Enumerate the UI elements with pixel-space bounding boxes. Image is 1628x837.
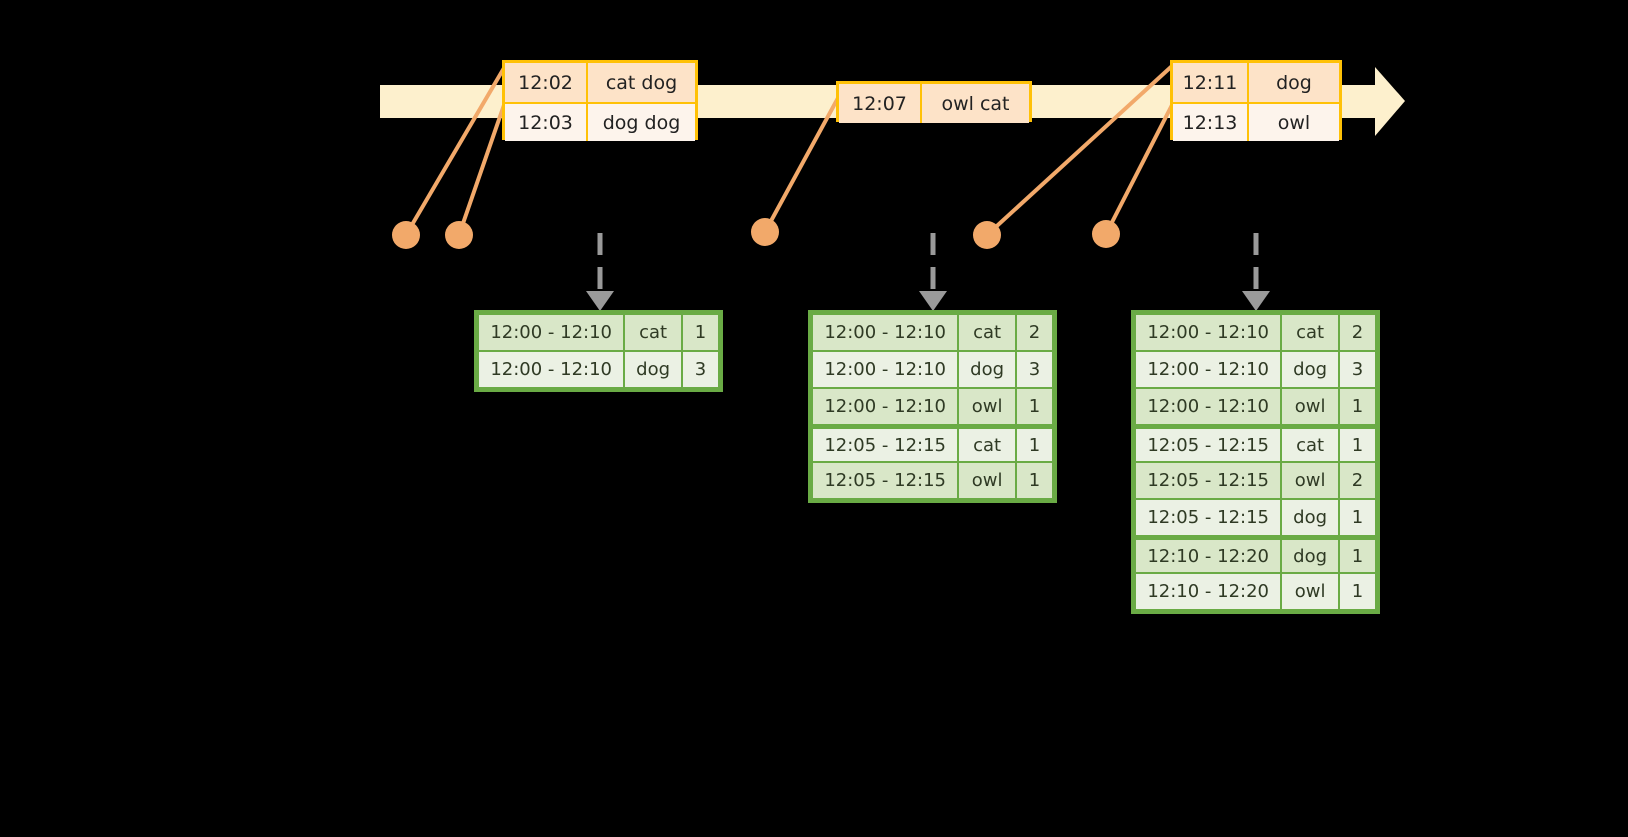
cell-window: 12:00 - 12:10 — [479, 352, 624, 387]
event-words: cat dog — [588, 63, 695, 102]
cell-count: 1 — [1339, 574, 1375, 609]
connector-line-3 — [763, 97, 840, 233]
cell-word: dog — [959, 352, 1015, 387]
cell-count: 2 — [1339, 463, 1375, 498]
cell-window: 12:00 - 12:10 — [813, 389, 958, 424]
cell-window: 12:00 - 12:10 — [813, 315, 958, 350]
timeline-event-group-1[interactable]: 12:02 cat dog 12:03 dog dog — [502, 60, 698, 141]
table-row[interactable]: 12:05 - 12:15 owl 1 — [812, 462, 1053, 499]
cell-count: 1 — [1339, 500, 1375, 535]
cell-word: owl — [1282, 574, 1338, 609]
cell-window: 12:00 - 12:10 — [479, 315, 624, 350]
cell-window: 12:05 - 12:15 — [813, 463, 958, 498]
dashed-arrow-3 — [1242, 233, 1270, 311]
table-row[interactable]: 12:10 - 12:20 owl 1 — [1135, 573, 1376, 610]
cell-count: 1 — [1339, 389, 1375, 424]
table-row[interactable]: 12:00 - 12:10 dog 3 — [1135, 351, 1376, 388]
event-dot-4 — [973, 221, 1001, 249]
cell-word: dog — [1282, 352, 1338, 387]
cell-count: 1 — [1016, 389, 1052, 424]
table-row[interactable]: 12:00 - 12:10 owl 1 — [1135, 388, 1376, 425]
table-row[interactable]: 12:05 - 12:15 cat 1 — [812, 425, 1053, 462]
timeline-event-row[interactable]: 12:02 cat dog — [505, 63, 695, 102]
event-time: 12:03 — [505, 104, 588, 141]
timeline-event-row[interactable]: 12:07 owl cat — [839, 84, 1029, 123]
table-row[interactable]: 12:00 - 12:10 cat 2 — [812, 314, 1053, 351]
cell-count: 1 — [682, 315, 718, 350]
cell-count: 1 — [1016, 429, 1052, 461]
window-counts-table-1[interactable]: 12:00 - 12:10 cat 1 12:00 - 12:10 dog 3 — [474, 310, 723, 392]
table-row[interactable]: 12:10 - 12:20 dog 1 — [1135, 536, 1376, 573]
cell-count: 3 — [1016, 352, 1052, 387]
event-dot-3 — [751, 218, 779, 246]
cell-count: 2 — [1016, 315, 1052, 350]
cell-window: 12:00 - 12:10 — [813, 352, 958, 387]
cell-window: 12:05 - 12:15 — [1136, 429, 1281, 461]
timeline-event-group-2[interactable]: 12:07 owl cat — [836, 81, 1032, 123]
event-words: owl cat — [922, 84, 1029, 123]
cell-word: cat — [959, 429, 1015, 461]
cell-window: 12:00 - 12:10 — [1136, 352, 1281, 387]
event-dot-2 — [445, 221, 473, 249]
event-time: 12:13 — [1173, 104, 1249, 141]
table-row[interactable]: 12:00 - 12:10 owl 1 — [812, 388, 1053, 425]
cell-word: owl — [959, 389, 1015, 424]
window-counts-table-2[interactable]: 12:00 - 12:10 cat 2 12:00 - 12:10 dog 3 … — [808, 310, 1057, 503]
cell-word: owl — [1282, 463, 1338, 498]
event-time: 12:07 — [839, 84, 922, 123]
table-row[interactable]: 12:05 - 12:15 owl 2 — [1135, 462, 1376, 499]
table-row[interactable]: 12:00 - 12:10 dog 3 — [478, 351, 719, 388]
cell-window: 12:00 - 12:10 — [1136, 389, 1281, 424]
cell-count: 1 — [1339, 540, 1375, 572]
cell-word: owl — [959, 463, 1015, 498]
timeline-event-group-3[interactable]: 12:11 dog 12:13 owl — [1170, 60, 1342, 141]
timeline-event-row[interactable]: 12:03 dog dog — [505, 102, 695, 141]
connector-line-5 — [1104, 104, 1174, 235]
cell-word: owl — [1282, 389, 1338, 424]
cell-window: 12:10 - 12:20 — [1136, 574, 1281, 609]
timeline-event-row[interactable]: 12:11 dog — [1173, 63, 1339, 102]
table-row[interactable]: 12:05 - 12:15 dog 1 — [1135, 499, 1376, 536]
cell-count: 2 — [1339, 315, 1375, 350]
cell-count: 1 — [1016, 463, 1052, 498]
event-time: 12:02 — [505, 63, 588, 102]
cell-word: dog — [625, 352, 681, 387]
cell-word: cat — [1282, 315, 1338, 350]
event-dot-5 — [1092, 220, 1120, 248]
event-dot-1 — [392, 221, 420, 249]
cell-count: 3 — [1339, 352, 1375, 387]
timeline-event-row[interactable]: 12:13 owl — [1173, 102, 1339, 141]
cell-word: cat — [959, 315, 1015, 350]
table-row[interactable]: 12:05 - 12:15 cat 1 — [1135, 425, 1376, 462]
event-words: dog dog — [588, 104, 695, 141]
cell-window: 12:05 - 12:15 — [1136, 500, 1281, 535]
cell-count: 1 — [1339, 429, 1375, 461]
cell-window: 12:00 - 12:10 — [1136, 315, 1281, 350]
table-row[interactable]: 12:00 - 12:10 cat 2 — [1135, 314, 1376, 351]
cell-word: cat — [625, 315, 681, 350]
cell-word: dog — [1282, 540, 1338, 572]
cell-window: 12:10 - 12:20 — [1136, 540, 1281, 572]
connector-line-2 — [457, 104, 506, 236]
cell-word: dog — [1282, 500, 1338, 535]
table-row[interactable]: 12:00 - 12:10 dog 3 — [812, 351, 1053, 388]
cell-word: cat — [1282, 429, 1338, 461]
window-counts-table-3[interactable]: 12:00 - 12:10 cat 2 12:00 - 12:10 dog 3 … — [1131, 310, 1380, 614]
event-words: owl — [1249, 104, 1339, 141]
table-row[interactable]: 12:00 - 12:10 cat 1 — [478, 314, 719, 351]
cell-window: 12:05 - 12:15 — [1136, 463, 1281, 498]
cell-window: 12:05 - 12:15 — [813, 429, 958, 461]
event-time: 12:11 — [1173, 63, 1249, 102]
event-words: dog — [1249, 63, 1339, 102]
cell-count: 3 — [682, 352, 718, 387]
dashed-arrow-1 — [586, 233, 614, 311]
dashed-arrow-2 — [919, 233, 947, 311]
